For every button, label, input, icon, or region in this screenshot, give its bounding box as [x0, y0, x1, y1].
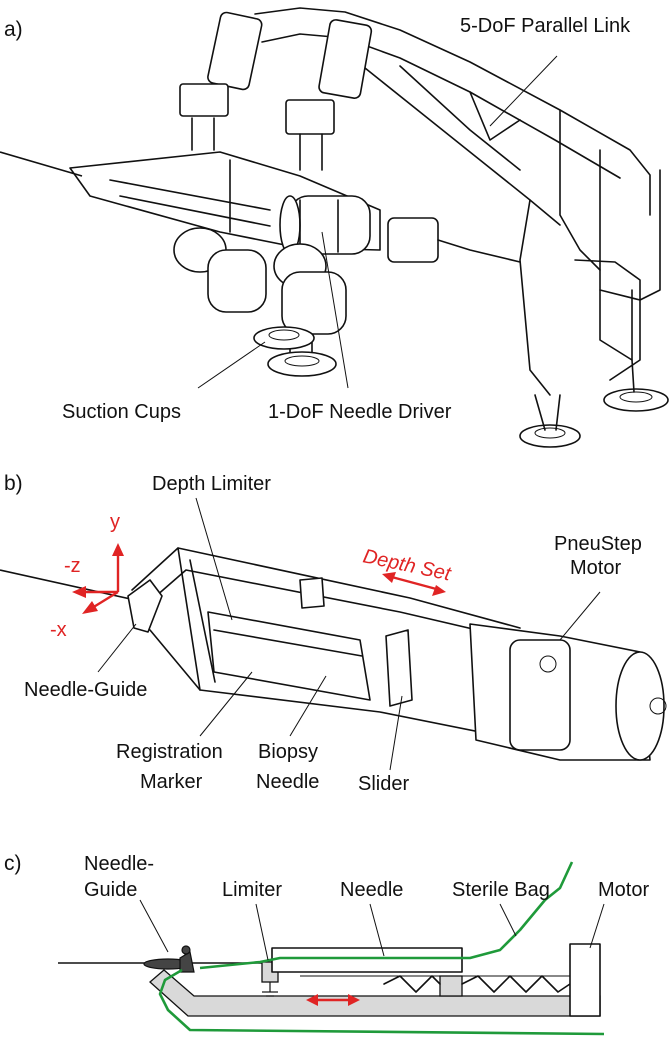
motor-leader	[589, 903, 605, 949]
panel-a: a)	[0, 7, 669, 448]
depth-limiter-label: Depth Limiter	[152, 473, 271, 495]
pneustep-label-line1: PneuStep	[554, 533, 642, 555]
biopsy-needle-label-line1: Biopsy	[258, 741, 318, 763]
limiter-leader	[255, 903, 269, 961]
sterile-bag-leader	[499, 903, 517, 937]
depth-set-label: Depth Set	[361, 545, 454, 585]
registration-marker-label-line2: Marker	[140, 771, 203, 793]
needle-guide-c-label-line2: Guide	[84, 879, 137, 901]
biopsy-needle-leader	[289, 675, 327, 737]
panel-c-tag: c)	[4, 852, 22, 875]
needle-guide-label: Needle-Guide	[24, 679, 147, 701]
slider-leader	[389, 695, 403, 771]
suction-cups-leader	[197, 341, 266, 389]
depth-set-arrow	[382, 572, 446, 596]
axis-x-label: -x	[50, 619, 67, 641]
registration-marker-leader	[199, 671, 253, 737]
needle-guide-leader	[97, 623, 137, 673]
panel-b: b)	[0, 472, 667, 795]
motor-label: Motor	[598, 879, 649, 901]
slider-label: Slider	[358, 773, 409, 795]
needle-driver-leader	[321, 231, 349, 389]
panel-a-tag: a)	[4, 18, 23, 41]
pneustep-leader	[559, 591, 601, 641]
needle-driver-label: 1-DoF Needle Driver	[268, 401, 452, 423]
limiter-label: Limiter	[222, 879, 282, 901]
needle-guide-c-label-line1: Needle-	[84, 853, 154, 875]
axis-z-label: -z	[64, 555, 81, 577]
coordinate-axes	[72, 543, 124, 614]
registration-marker-label-line1: Registration	[116, 741, 223, 763]
pneustep-label-line2: Motor	[570, 557, 621, 579]
sterile-bag-label: Sterile Bag	[452, 879, 550, 901]
needle-guide-c-leader	[139, 899, 169, 953]
depth-limiter-leader	[195, 497, 233, 621]
parallel-link-label: 5-DoF Parallel Link	[460, 15, 631, 37]
needle-leader	[369, 903, 385, 957]
needle-driver-drawing	[0, 543, 667, 761]
needle-label: Needle	[340, 879, 403, 901]
panel-b-tag: b)	[4, 472, 23, 495]
slider-motion-arrow	[306, 994, 360, 1006]
axis-y-label: y	[110, 511, 120, 533]
suction-cups-label: Suction Cups	[62, 401, 181, 423]
panel-c: c)	[4, 852, 649, 1036]
parallel-link-robot-drawing	[0, 7, 669, 448]
biopsy-needle-label-line2: Needle	[256, 771, 319, 793]
parallel-link-leader	[489, 55, 558, 127]
schematic-drawing	[58, 861, 605, 1036]
